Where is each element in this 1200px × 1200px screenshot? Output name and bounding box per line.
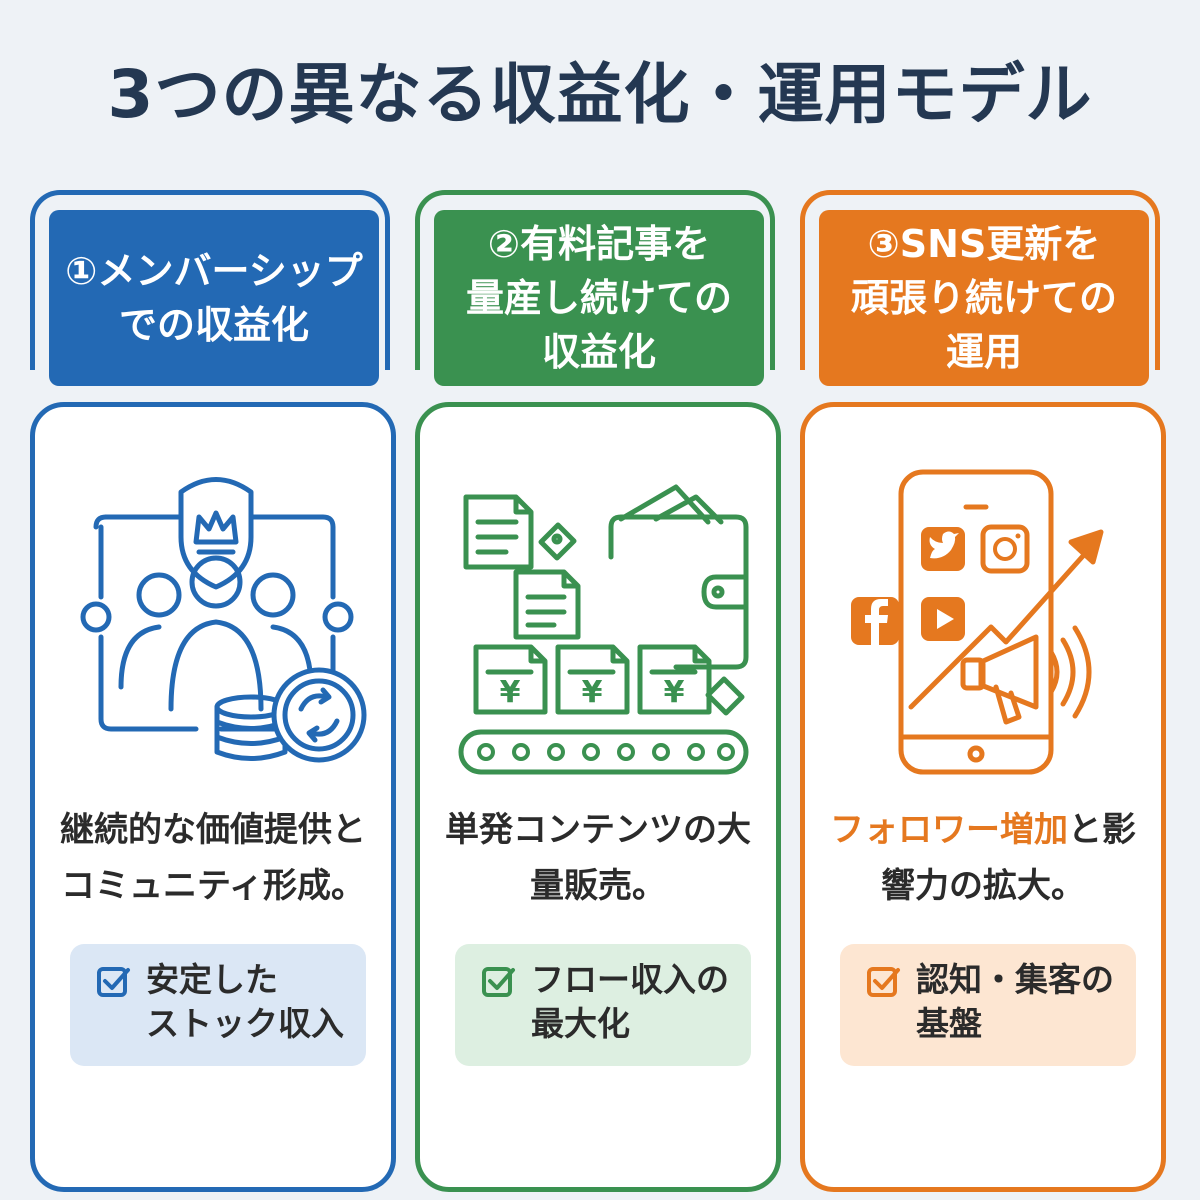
column-bracket — [30, 190, 390, 370]
benefit-text: フロー収入の 最大化 — [531, 960, 729, 1043]
yen-symbol: ¥ — [582, 675, 603, 710]
column-bracket — [415, 190, 775, 370]
membership-community-icon — [80, 477, 367, 763]
model-card: 継続的な価値提供とコミュニティ形成。 安定した ストック収入 — [30, 402, 396, 1192]
model-card: フォロワー増加と影響力の拡大。 認知・集客の 基盤 — [800, 402, 1166, 1192]
model-column-paid-articles: ②有料記事を 量産し続けての 収益化 — [415, 190, 785, 1200]
model-description: 単発コンテンツの大量販売。 — [445, 810, 751, 906]
checkbox-check-icon — [482, 967, 515, 997]
benefit-box: 認知・集客の 基盤 — [840, 944, 1136, 1066]
checkbox-check-icon — [97, 967, 130, 997]
model-description: フォロワー増加と影響力の拡大。 — [815, 802, 1151, 914]
model-column-membership: ①メンバーシップ での収益化 継 — [30, 190, 400, 1200]
column-header: ①メンバーシップ での収益化 — [49, 210, 379, 386]
column-header: ②有料記事を 量産し続けての 収益化 — [434, 210, 764, 386]
benefit-text: 認知・集客の 基盤 — [916, 960, 1114, 1043]
description-highlight: フォロワー増加 — [830, 810, 1068, 850]
column-header: ③SNS更新を 頑張り続けての 運用 — [819, 210, 1149, 386]
benefit-box: 安定した ストック収入 — [70, 944, 366, 1066]
model-card: ¥ ¥ ¥ 単発コンテンツの大量販売。 フロー収入の 最大化 — [415, 402, 781, 1192]
yen-symbol: ¥ — [664, 675, 685, 710]
instagram-icon — [980, 524, 1030, 574]
model-column-sns: ③SNS更新を 頑張り続けての 運用 — [800, 190, 1170, 1200]
model-description: 継続的な価値提供とコミュニティ形成。 — [60, 810, 366, 906]
page-title: 3つの異なる収益化・運用モデル — [107, 56, 1093, 133]
yen-symbol: ¥ — [500, 675, 521, 710]
column-bracket — [800, 190, 1160, 370]
checkbox-check-icon — [867, 967, 900, 997]
benefit-text: 安定した ストック収入 — [146, 960, 344, 1043]
sns-growth-icon — [851, 469, 1104, 775]
benefit-box: フロー収入の 最大化 — [455, 944, 751, 1066]
description-rest: と影響力の拡大。 — [881, 810, 1136, 906]
paid-article-wallet-icon: ¥ ¥ ¥ — [458, 484, 749, 775]
